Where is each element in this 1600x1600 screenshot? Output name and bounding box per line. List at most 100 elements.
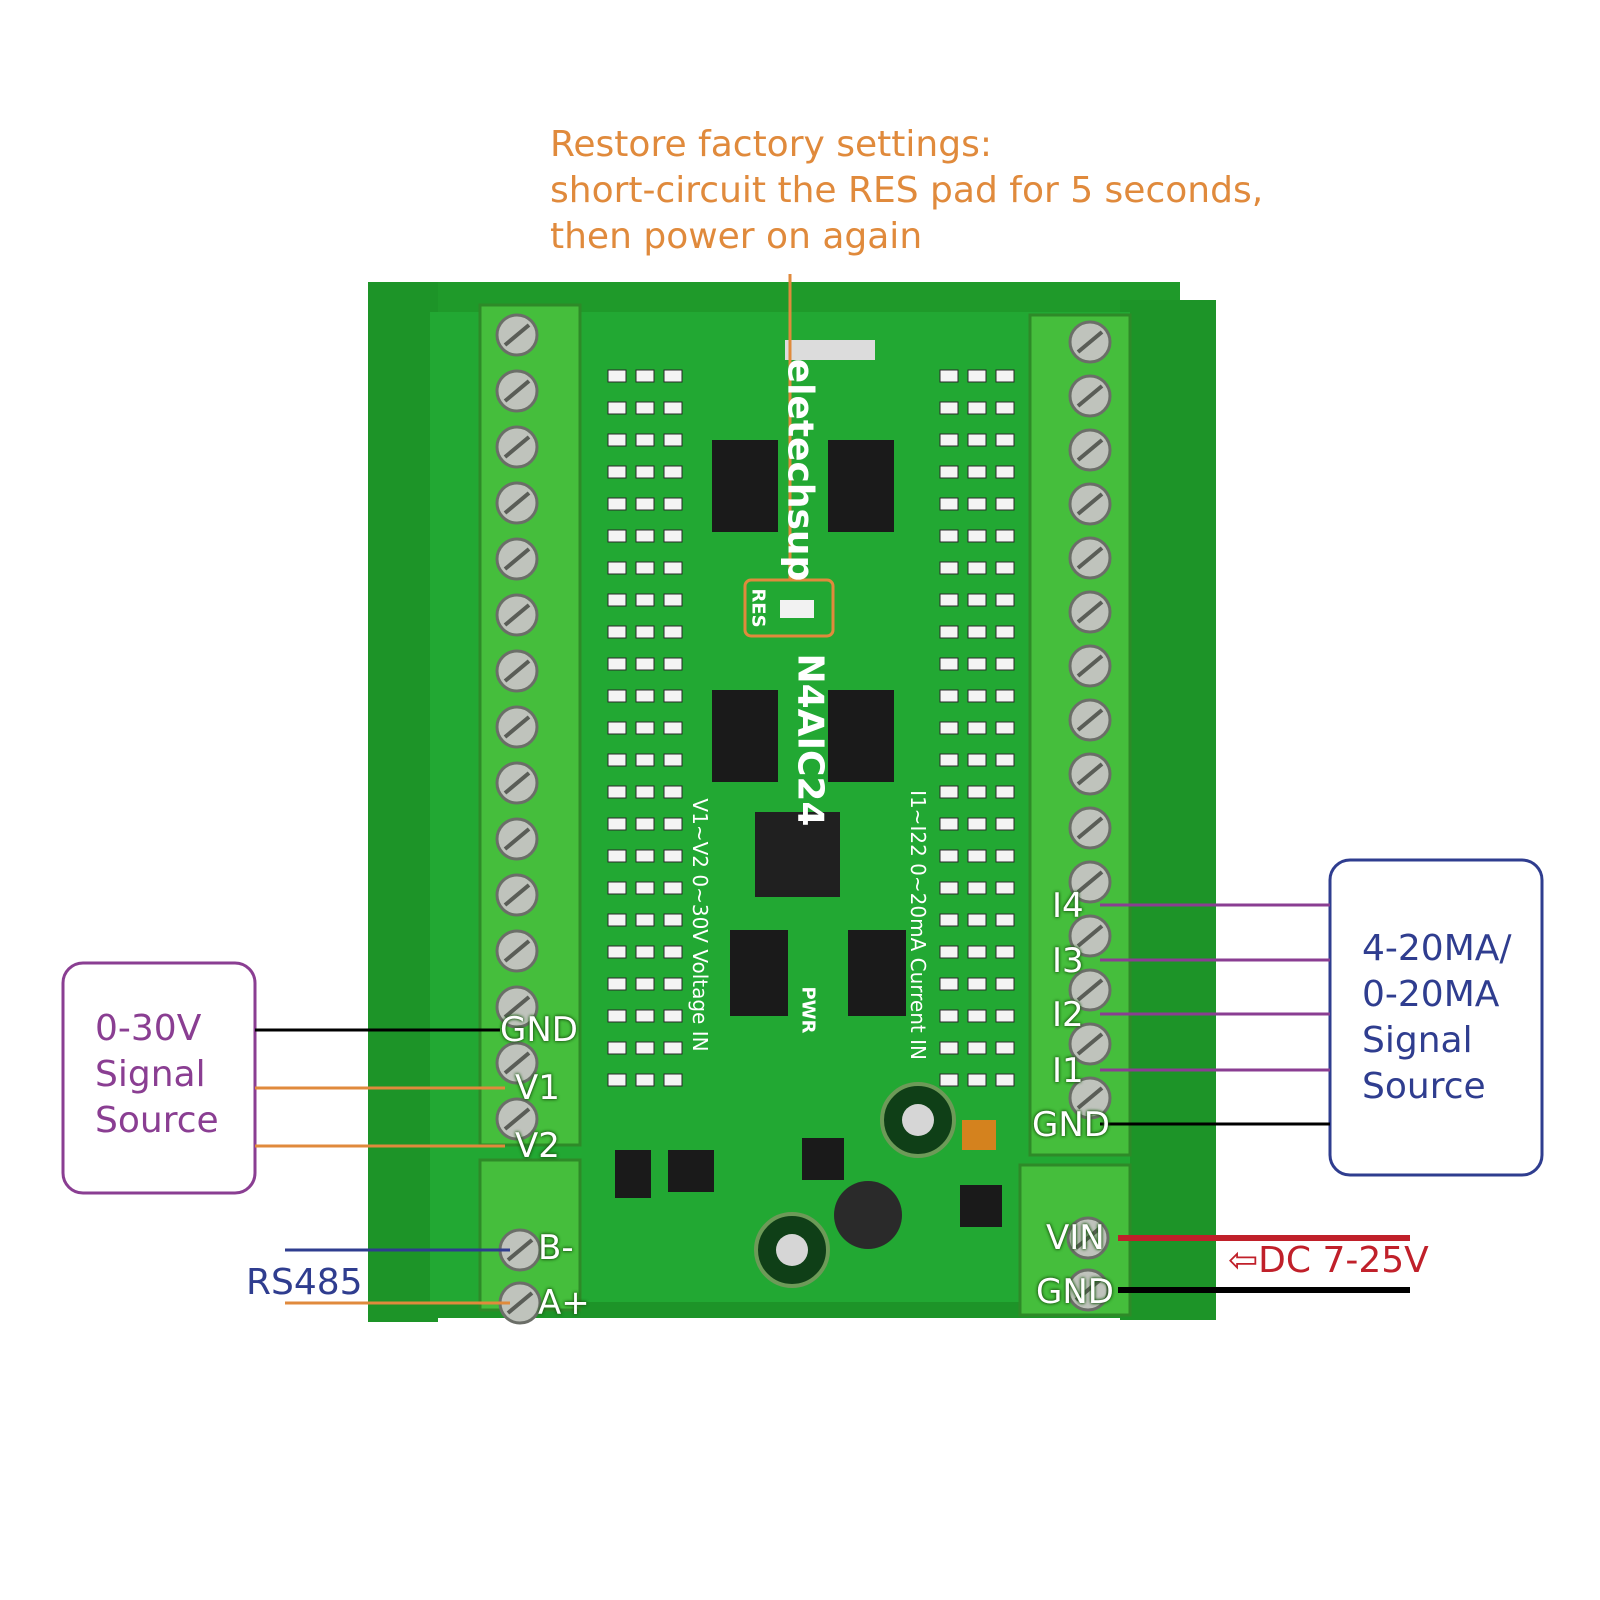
current-source-line-1: 4-20MA/ <box>1362 928 1512 969</box>
smd-component <box>967 497 987 511</box>
smd-component <box>663 465 683 479</box>
pin-label-gnd-right: GND <box>1032 1105 1110 1145</box>
left-screw-slot <box>503 827 531 851</box>
smd-component <box>663 1041 683 1055</box>
smd-component <box>635 529 655 543</box>
voltage-input-label: V1~V2 0~30V Voltage IN <box>688 798 712 1052</box>
smd-component <box>939 1009 959 1023</box>
smd-component <box>939 657 959 671</box>
smd-component <box>663 785 683 799</box>
smd-component <box>939 785 959 799</box>
smd-component <box>967 465 987 479</box>
smd-component <box>995 913 1015 927</box>
smd-component <box>635 977 655 991</box>
smd-component <box>635 849 655 863</box>
smd-component <box>663 817 683 831</box>
smd-component <box>607 1073 627 1087</box>
pwr-label: PWR <box>797 986 819 1034</box>
pin-label-i1: I1 <box>1052 1051 1084 1091</box>
pin-label-v2: V2 <box>515 1126 560 1166</box>
fuse <box>962 1120 996 1150</box>
left-screw-slot <box>503 491 531 515</box>
right-screw-slot <box>1076 762 1104 786</box>
transceiver <box>960 1185 1002 1227</box>
current-source-box <box>1328 858 1544 1177</box>
smd-component <box>939 913 959 927</box>
ic-u3 <box>712 690 778 782</box>
left-screw-slot <box>503 1051 531 1075</box>
voltage-source-line-2: Signal <box>95 1054 206 1095</box>
smd-component <box>607 465 627 479</box>
smd-component <box>635 913 655 927</box>
voltage-source-line-3: Source <box>95 1100 219 1141</box>
right-screws <box>1068 320 1112 1120</box>
smd-component <box>967 593 987 607</box>
rs485-screw-slot <box>506 1291 534 1315</box>
smd-component <box>995 625 1015 639</box>
smd-component <box>967 401 987 415</box>
smd-component <box>663 913 683 927</box>
left-screw-slot <box>503 379 531 403</box>
current-source-line-2: 0-20MA <box>1362 974 1500 1015</box>
smd-component <box>635 945 655 959</box>
smd-component <box>635 721 655 735</box>
ic-u5 <box>730 930 788 1016</box>
inductor <box>834 1181 902 1249</box>
smd-component <box>995 1041 1015 1055</box>
capacitor-1-top <box>902 1104 934 1136</box>
smd-component <box>967 657 987 671</box>
smd-component <box>607 369 627 383</box>
smd-component <box>663 753 683 767</box>
smd-component <box>663 561 683 575</box>
right-screw-slot <box>1076 816 1104 840</box>
left-screw-slot <box>503 995 531 1019</box>
rs485-screws <box>498 1228 542 1325</box>
smd-component <box>967 369 987 383</box>
left-screw-slot <box>503 659 531 683</box>
smd-component <box>995 433 1015 447</box>
smd-component <box>967 1009 987 1023</box>
pin-label-gnd-left: GND <box>500 1010 578 1050</box>
left-screw-slot <box>503 547 531 571</box>
smd-component <box>939 497 959 511</box>
smd-component <box>635 465 655 479</box>
header-pins <box>785 340 875 360</box>
smd-component <box>663 401 683 415</box>
smd-component <box>663 497 683 511</box>
smd-component <box>967 753 987 767</box>
pin-label-i3: I3 <box>1052 941 1084 981</box>
smd-component <box>635 497 655 511</box>
left-screw-slot <box>503 883 531 907</box>
smd-component <box>663 593 683 607</box>
smd-component <box>607 977 627 991</box>
smd-component <box>967 977 987 991</box>
smd-component <box>607 593 627 607</box>
brand-label: eletechsup <box>779 358 821 582</box>
capacitor-2-top <box>776 1234 808 1266</box>
voltage-source-line-1: 0-30V <box>95 1008 202 1049</box>
smd-component <box>663 625 683 639</box>
left-screw-slot <box>503 603 531 627</box>
smd-component <box>607 881 627 895</box>
smd-component <box>607 401 627 415</box>
pin-label-a-plus: A+ <box>538 1283 590 1323</box>
smd-component <box>967 1041 987 1055</box>
ic-u1 <box>712 440 778 532</box>
smd-component <box>663 881 683 895</box>
smd-component <box>939 689 959 703</box>
smd-component <box>967 721 987 735</box>
right-screw-slot <box>1076 1086 1104 1110</box>
smd-component <box>663 689 683 703</box>
right-screw-slot <box>1076 546 1104 570</box>
smd-component <box>635 369 655 383</box>
smd-component <box>939 945 959 959</box>
smd-component <box>607 721 627 735</box>
smd-component <box>607 849 627 863</box>
smd-component <box>635 817 655 831</box>
smd-component <box>663 1073 683 1087</box>
smd-component <box>939 529 959 543</box>
smd-component <box>995 945 1015 959</box>
left-screw-slot <box>503 435 531 459</box>
